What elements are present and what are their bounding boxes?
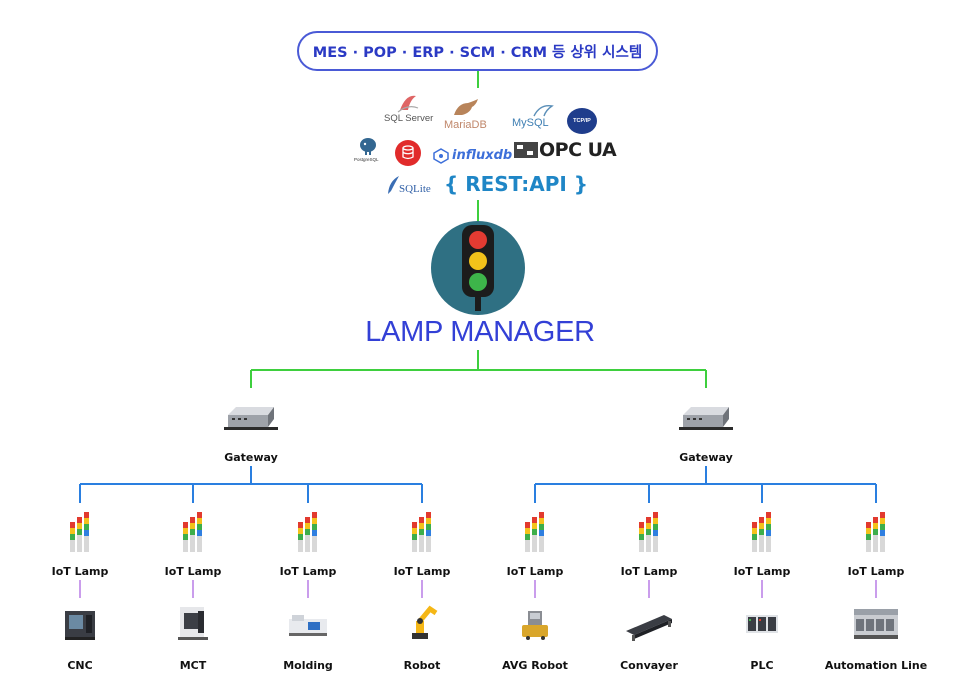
mysql-dolphin-icon — [533, 105, 554, 117]
mct-machine-icon — [176, 605, 210, 645]
plc-module-icon — [744, 605, 780, 641]
iot-lamp-label: IoT Lamp — [847, 565, 905, 578]
tower-lamp-icon — [183, 512, 203, 558]
device-label: CNC — [67, 659, 93, 672]
tower-lamp-icon — [752, 512, 772, 558]
postgresql-label: PostgreSQL — [354, 157, 379, 162]
automation-line-icon — [852, 605, 900, 645]
sql-server-label: SQL Server — [384, 113, 434, 124]
upper-system-label: MES · POP · ERP · SCM · CRM 등 상위 시스템 — [312, 44, 643, 61]
upper-system-box: MES · POP · ERP · SCM · CRM 등 상위 시스템 — [297, 31, 658, 71]
device-label: MCT — [179, 659, 207, 672]
conveyor-icon — [624, 605, 674, 645]
gateway-label: Gateway — [224, 451, 278, 464]
device-label: Convayer — [620, 659, 678, 672]
device-label: PLC — [750, 659, 774, 672]
sqlite-feather-icon — [388, 176, 399, 194]
device-label: Molding — [283, 659, 333, 672]
gateway-device-icon — [679, 403, 733, 437]
influxdb-cube-icon — [433, 148, 449, 164]
mysql-label: MySQL — [512, 117, 549, 129]
tcpip-label: TCP/IP — [573, 118, 591, 124]
agv-robot-icon — [518, 605, 552, 645]
iot-lamp-label: IoT Lamp — [506, 565, 564, 578]
cnc-machine-icon — [63, 605, 97, 645]
lamp-manager-title: LAMP MANAGER — [365, 316, 595, 348]
red-database-icon — [395, 140, 421, 166]
molding-machine-icon — [288, 605, 328, 641]
opc-ua-emblem-icon — [514, 142, 538, 158]
tcpip-badge-icon: TCP/IP — [567, 108, 597, 134]
robot-arm-icon — [406, 605, 438, 645]
mariadb-seal-icon — [454, 99, 478, 115]
mariadb-label: MariaDB — [444, 119, 487, 131]
device-label: Automation Line — [824, 659, 928, 672]
tower-lamp-icon — [639, 512, 659, 558]
iot-lamp-label: IoT Lamp — [733, 565, 791, 578]
tower-lamp-icon — [70, 512, 90, 558]
iot-lamp-label: IoT Lamp — [393, 565, 451, 578]
device-label: AVG Robot — [502, 659, 568, 672]
gateway-label: Gateway — [679, 451, 733, 464]
device-label: Robot — [403, 659, 441, 672]
gateway-device-icon — [224, 403, 278, 437]
tower-lamp-icon — [866, 512, 886, 558]
iot-lamp-label: IoT Lamp — [164, 565, 222, 578]
tower-lamp-icon — [412, 512, 432, 558]
influxdb-label: influxdb — [452, 148, 513, 163]
rest-api-label: { REST:API } — [444, 172, 588, 196]
postgresql-elephant-icon — [360, 138, 376, 155]
opc-ua-label: OPC UA — [539, 139, 617, 161]
iot-lamp-label: IoT Lamp — [51, 565, 109, 578]
traffic-light-icon — [431, 221, 525, 315]
sqlite-label: SQLite — [399, 183, 431, 195]
iot-lamp-label: IoT Lamp — [620, 565, 678, 578]
sql-server-logo-icon — [397, 95, 419, 113]
tower-lamp-icon — [298, 512, 318, 558]
iot-lamp-label: IoT Lamp — [279, 565, 337, 578]
tower-lamp-icon — [525, 512, 545, 558]
